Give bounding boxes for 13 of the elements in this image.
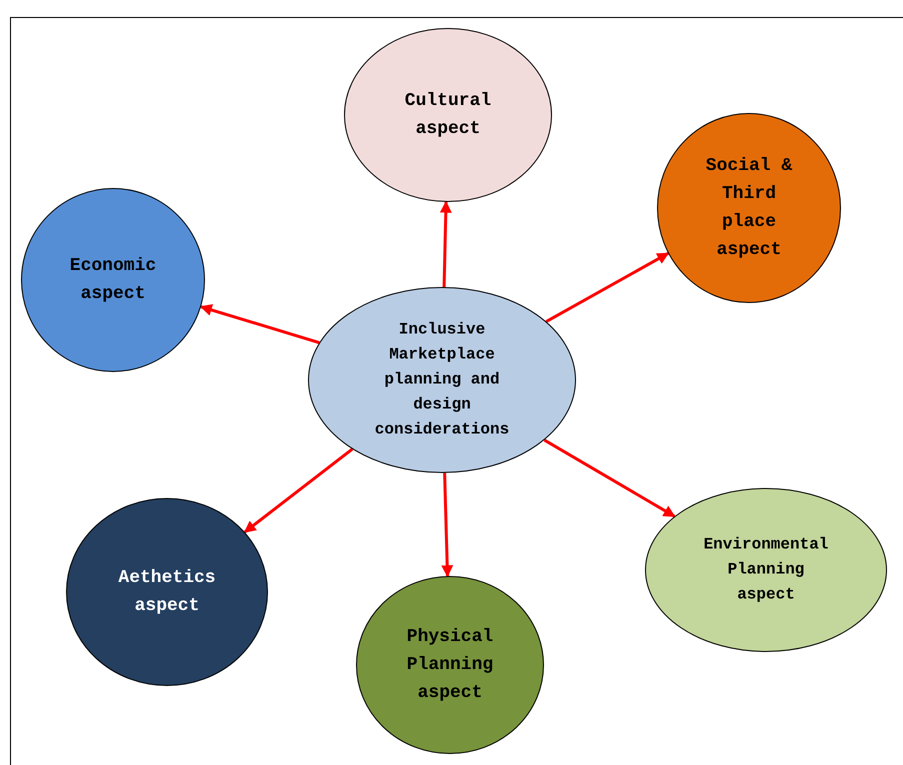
arrow xyxy=(546,252,670,323)
node-label: Aethetics aspect xyxy=(117,567,217,618)
node-label: Physical Planning aspect xyxy=(406,626,494,705)
node-label: Economic aspect xyxy=(68,255,158,306)
arrow xyxy=(200,304,320,344)
node-label: Cultural aspect xyxy=(404,90,492,141)
arrow xyxy=(244,448,354,534)
node-label: Environmental Planning aspect xyxy=(702,534,830,606)
node-label: Social & Third place aspect xyxy=(704,155,794,262)
node-label: Inclusive Marketplace planning and design considerations xyxy=(374,320,510,440)
arrow xyxy=(441,472,454,578)
arrow xyxy=(544,438,676,518)
arrow xyxy=(440,200,452,288)
